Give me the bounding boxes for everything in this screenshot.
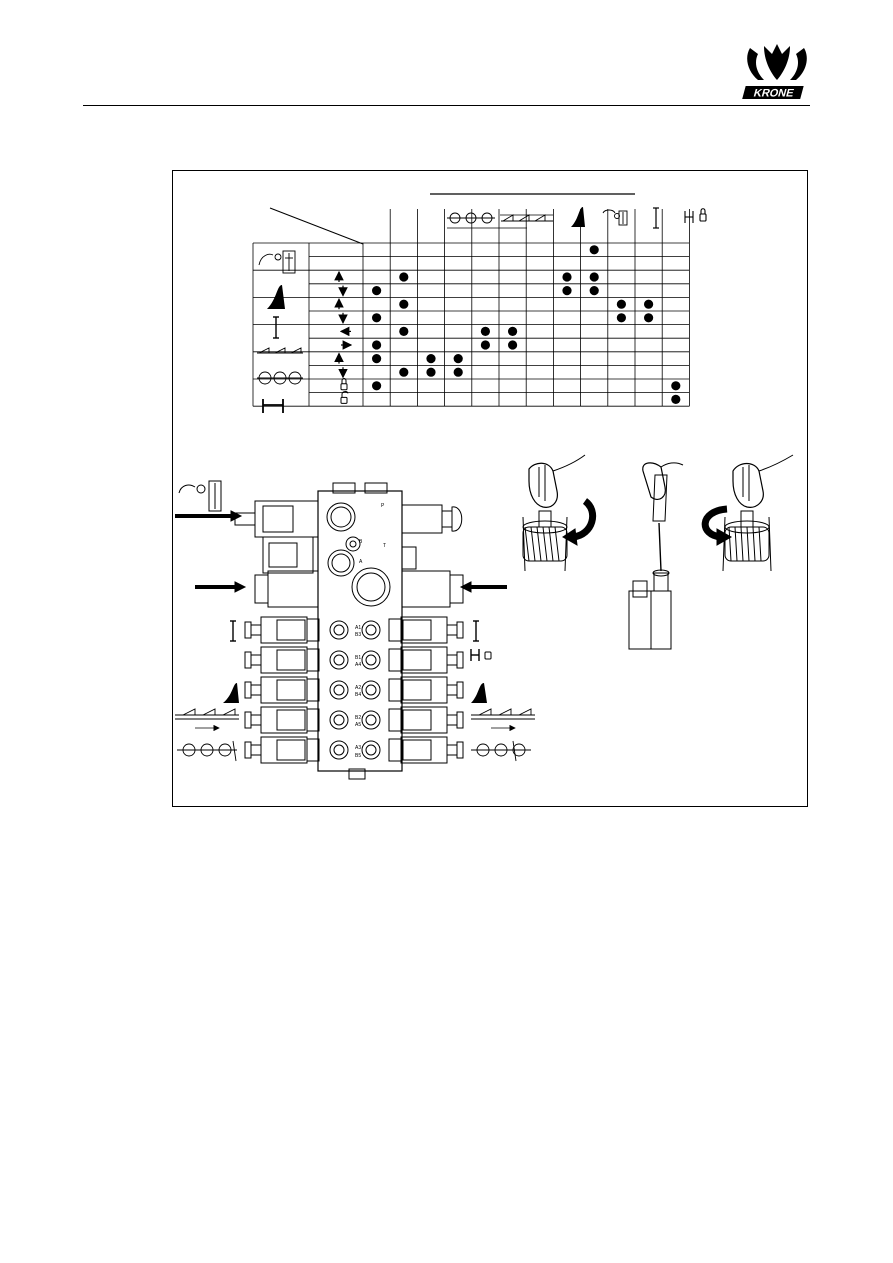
adjustment-illustrations (523, 455, 793, 649)
table-dot (617, 313, 626, 322)
table-dot (399, 272, 408, 281)
row-icon-knife-bar (257, 348, 303, 353)
knife-bar-icon-right (471, 709, 535, 719)
solenoid-right-2 (402, 571, 450, 607)
row-arrows (339, 272, 351, 403)
table-dot (481, 327, 490, 336)
table-dot (590, 245, 599, 254)
table-dot (562, 286, 571, 295)
row-icon-joystick (259, 251, 295, 273)
illustration-turn-right (705, 455, 793, 571)
block-label: B (359, 539, 363, 545)
table-dot (617, 300, 626, 309)
block-label: P (381, 503, 385, 509)
table-dot (399, 300, 408, 309)
spool-section (245, 707, 463, 733)
col-icon-drums (447, 213, 495, 223)
block-label: B2 (355, 715, 361, 721)
table-dot (562, 272, 571, 281)
block-label: B4 (355, 692, 361, 698)
table-dot (508, 327, 517, 336)
table-dot (671, 395, 680, 404)
table-dot (508, 340, 517, 349)
row-icon-drum-row (257, 372, 303, 384)
row-icon-lift-cylinder (273, 317, 279, 338)
lock-closed-icon (341, 379, 347, 390)
block-label: B3 (355, 632, 361, 638)
brand-name: KRONE (752, 88, 795, 100)
table-dot (399, 327, 408, 336)
col-icon-crop-divider (571, 207, 585, 227)
block-label: T (383, 543, 386, 549)
block-label: A4 (355, 662, 361, 668)
spool-section (245, 617, 463, 643)
block-label: A (359, 559, 363, 565)
table-dot (426, 368, 435, 377)
block-label: B5 (355, 753, 361, 759)
block-label: B1 (355, 655, 361, 661)
function-table (253, 194, 706, 413)
rotation-arrow-ccw (573, 501, 593, 537)
spool-section (245, 647, 463, 673)
solenoid-left-2 (268, 571, 318, 607)
header-rule (83, 105, 810, 106)
table-dot (372, 313, 381, 322)
block-label: A5 (355, 722, 361, 728)
block-label: A3 (355, 745, 361, 751)
crop-divider-icon-right (471, 683, 487, 703)
table-dot (671, 381, 680, 390)
table-dot (644, 300, 653, 309)
spool-section (245, 737, 463, 763)
table-dot (372, 286, 381, 295)
spool-sections (245, 617, 463, 763)
spool-section (245, 677, 463, 703)
lock-open-icon (341, 392, 348, 404)
drum-row-icon-left (177, 741, 237, 761)
col-icon-joystick (603, 210, 627, 225)
krone-logo: KRONE (742, 40, 812, 102)
block-label: A1 (355, 625, 361, 631)
table-dot (399, 368, 408, 377)
table-dot (590, 272, 599, 281)
table-dot (372, 381, 381, 390)
table-dot (454, 354, 463, 363)
krone-emblem (747, 44, 807, 80)
drum-row-icon-right (471, 741, 531, 761)
table-dot (590, 286, 599, 295)
col-icon-knife-bar (501, 215, 553, 221)
knife-bar-icon-left (175, 709, 239, 719)
block-label: A2 (355, 685, 361, 691)
joystick-symbol (179, 481, 221, 511)
header-diagonal (270, 208, 363, 244)
illustration-screwdriver (629, 463, 683, 649)
relief-valve (402, 505, 442, 533)
table-dot (372, 354, 381, 363)
col-icon-lift-cylinder (653, 208, 659, 228)
col-icon-frame-lock (685, 209, 706, 223)
illustration-turn-left (523, 455, 593, 571)
table-dot (644, 313, 653, 322)
table-dot (426, 354, 435, 363)
crop-divider-icon-left (223, 683, 239, 703)
table-dot (481, 340, 490, 349)
table-dot (372, 340, 381, 349)
table-dot (454, 368, 463, 377)
